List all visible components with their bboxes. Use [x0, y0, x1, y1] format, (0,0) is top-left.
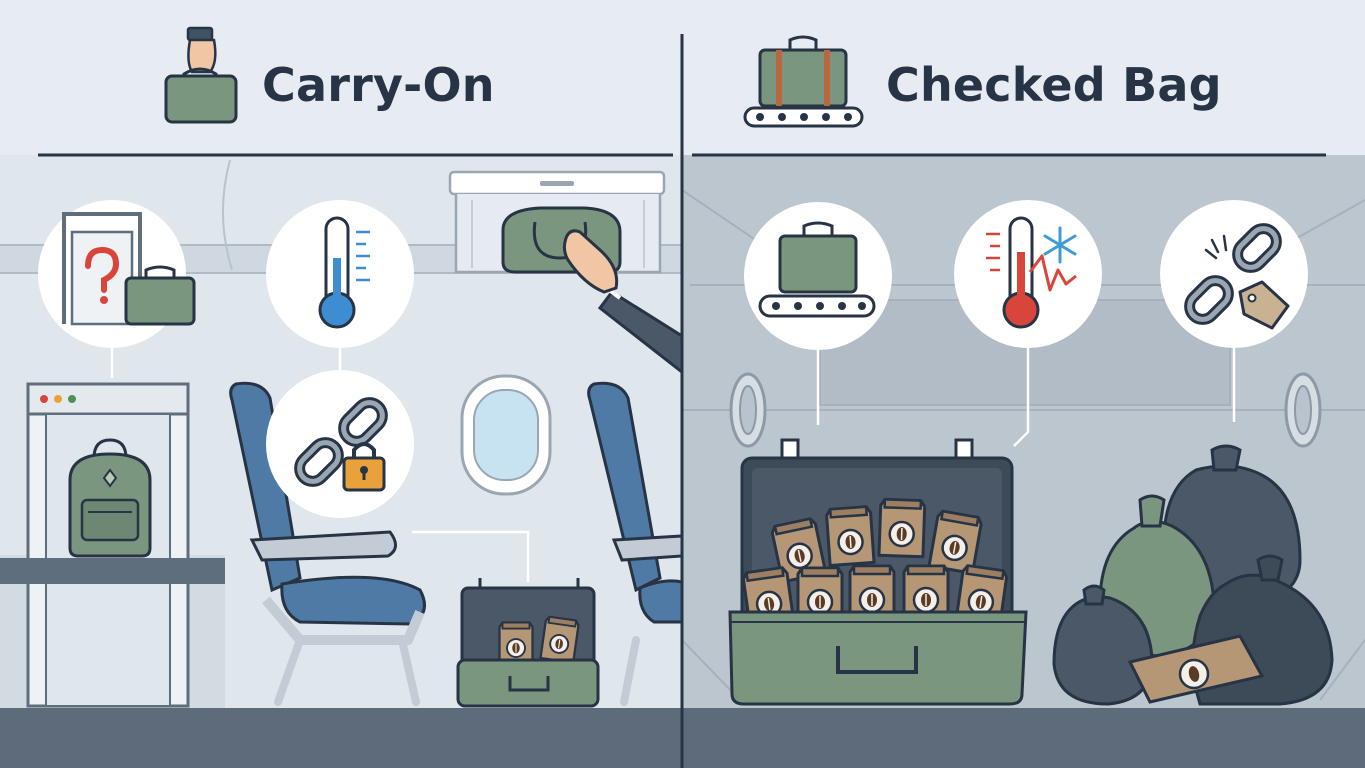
cargo-porthole-right	[1284, 372, 1322, 448]
checked-bag-title: Checked Bag	[886, 58, 1222, 112]
hand-carry-bag-icon	[164, 26, 238, 124]
cabin-window	[460, 374, 552, 496]
garbage-bags-pile	[1052, 444, 1334, 706]
cargo-hold-structure	[681, 189, 1365, 701]
security-scanner-question-icon	[38, 200, 196, 348]
checked-coffee-suitcase	[728, 438, 1028, 706]
carry-on-title: Carry-On	[262, 58, 495, 112]
carry-on-coffee-suitcase	[456, 578, 600, 708]
thermometer-fluctuation-icon	[954, 200, 1102, 348]
security-scanner	[0, 382, 225, 708]
baggage-conveyor-icon	[743, 35, 864, 128]
cargo-porthole-left	[729, 372, 767, 448]
baggage-conveyor-circle-icon	[744, 202, 892, 350]
cabin-seat-right	[587, 381, 684, 706]
backpack	[68, 438, 152, 558]
broken-chain-tag-icon	[1160, 200, 1308, 348]
reaching-arm	[562, 229, 684, 376]
chain-lock-icon	[266, 370, 414, 518]
carry-on-connectors	[110, 348, 530, 582]
stable-thermometer-icon	[266, 200, 414, 348]
cabin-seat-left	[229, 381, 426, 706]
checked-connectors	[816, 348, 1236, 447]
